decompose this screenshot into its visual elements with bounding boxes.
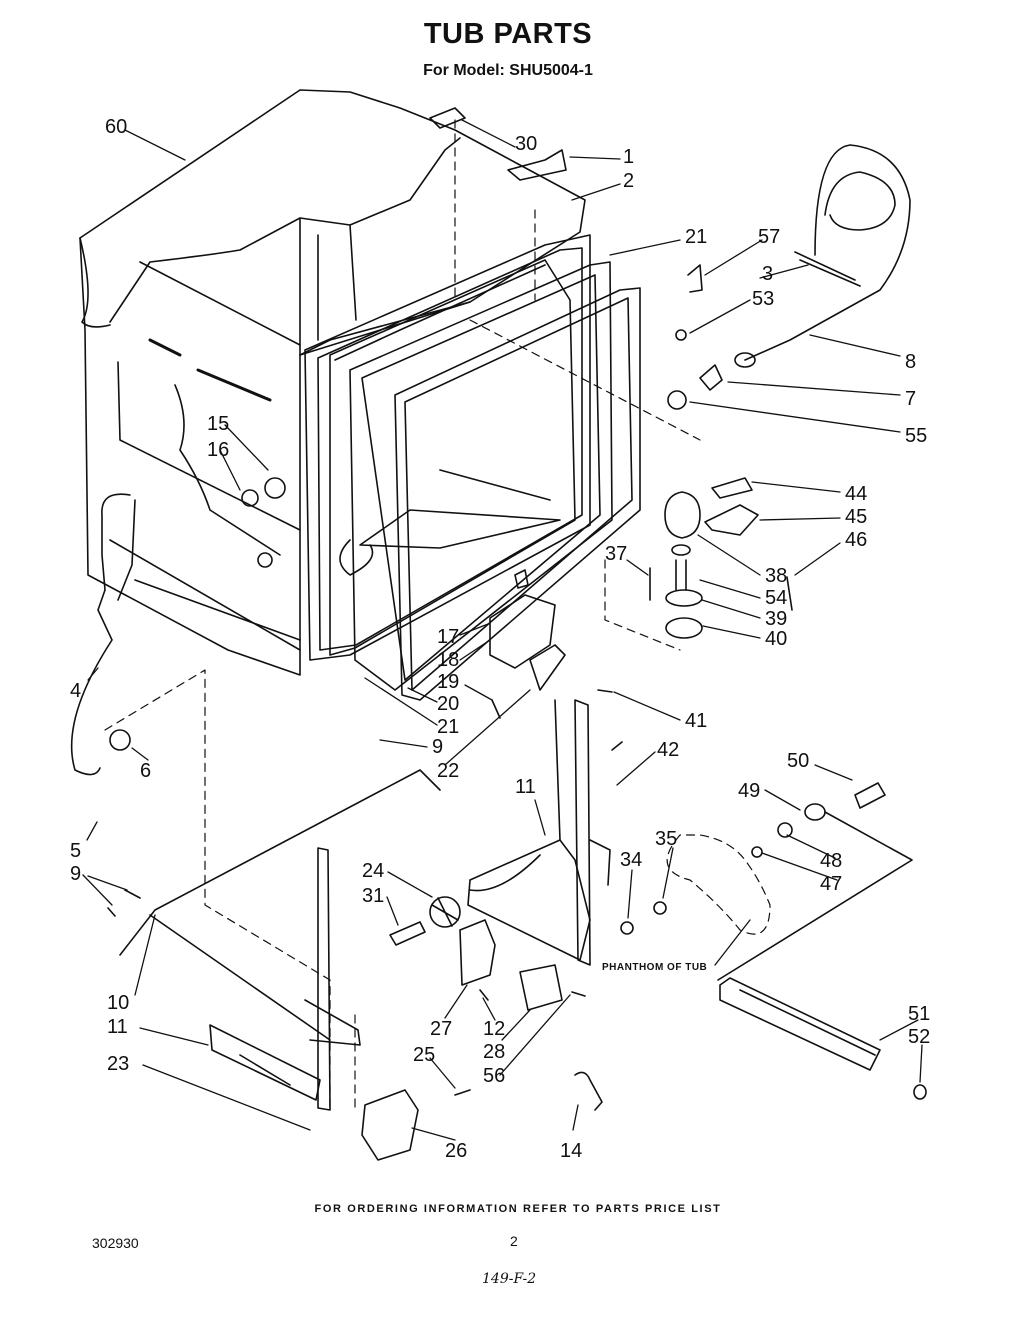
callout-7: 7 — [905, 388, 916, 410]
callout-57: 57 — [758, 226, 780, 248]
center-bracket — [489, 569, 613, 719]
callout-52: 52 — [908, 1026, 930, 1048]
page-title: TUB PARTS — [423, 18, 593, 50]
ordering-note: FOR ORDERING INFORMATION REFER TO PARTS … — [314, 1203, 722, 1215]
handwritten-note: 149-F-2 — [482, 1271, 537, 1287]
callout-47: 47 — [820, 873, 842, 895]
callout-48: 48 — [820, 850, 842, 872]
hardware-top-right — [429, 107, 793, 639]
callout-19: 19 — [437, 671, 459, 693]
callout-16: 16 — [207, 439, 229, 461]
callout-34: 34 — [620, 849, 642, 871]
door-gaskets — [304, 234, 641, 701]
callout-25: 25 — [413, 1044, 435, 1066]
callout-56: 56 — [483, 1065, 505, 1087]
callout-3: 3 — [762, 263, 773, 285]
callout-12: 12 — [483, 1018, 505, 1040]
callout-labels: 60 30 1 2 21 57 3 53 8 7 55 15 16 44 45 … — [70, 116, 930, 1162]
callout-55: 55 — [905, 425, 927, 447]
callout-2: 2 — [623, 170, 634, 192]
door-link-left — [107, 769, 441, 1111]
lower-right-parts — [620, 782, 927, 1100]
callout-23: 23 — [107, 1053, 129, 1075]
callout-10: 10 — [107, 992, 129, 1014]
tub-floor — [339, 469, 561, 576]
phantom-lines — [104, 119, 771, 1111]
callout-45: 45 — [845, 506, 867, 528]
callout-9b: 9 — [70, 863, 81, 885]
callout-17: 17 — [437, 626, 459, 648]
page-number: 2 — [510, 1233, 518, 1249]
callout-46: 46 — [845, 529, 867, 551]
callout-21b: 21 — [437, 716, 459, 738]
callout-22: 22 — [437, 760, 459, 782]
callout-15: 15 — [207, 413, 229, 435]
callout-20: 20 — [437, 693, 459, 715]
callout-5: 5 — [70, 840, 81, 862]
callout-54: 54 — [765, 587, 787, 609]
fill-hose — [734, 144, 911, 368]
callout-40: 40 — [765, 628, 787, 650]
callout-44: 44 — [845, 483, 867, 505]
model-subtitle: For Model: SHU5004-1 — [423, 62, 593, 79]
callout-14: 14 — [560, 1140, 582, 1162]
callout-53: 53 — [752, 288, 774, 310]
callout-8: 8 — [905, 351, 916, 373]
callout-49: 49 — [738, 780, 760, 802]
leader-lines — [82, 119, 923, 1141]
tub-shell — [79, 89, 586, 676]
callout-38: 38 — [765, 565, 787, 587]
drain-hose-left — [70, 477, 286, 776]
callout-24: 24 — [362, 860, 384, 882]
phantom-of-tub-label: PHANTHOM OF TUB — [602, 962, 707, 973]
callout-37: 37 — [605, 543, 627, 565]
callout-9: 9 — [432, 736, 443, 758]
lower-center-parts — [361, 896, 603, 1161]
callout-26: 26 — [445, 1140, 467, 1162]
callout-11b: 11 — [107, 1016, 128, 1038]
callout-28: 28 — [483, 1041, 505, 1063]
callout-41: 41 — [685, 710, 707, 732]
callout-30: 30 — [515, 133, 537, 155]
callout-51: 51 — [908, 1003, 930, 1025]
document-number: 302930 — [92, 1235, 139, 1251]
callout-50: 50 — [787, 750, 809, 772]
callout-18: 18 — [437, 649, 459, 671]
door-panel — [467, 699, 623, 966]
callout-21: 21 — [685, 226, 707, 248]
callout-6: 6 — [140, 760, 151, 782]
callout-60: 60 — [105, 116, 127, 138]
callout-39: 39 — [765, 608, 787, 630]
callout-42: 42 — [657, 739, 679, 761]
callout-4: 4 — [70, 680, 81, 702]
callout-35: 35 — [655, 828, 677, 850]
callout-27: 27 — [430, 1018, 452, 1040]
callout-31: 31 — [362, 885, 384, 907]
callout-11: 11 — [515, 776, 536, 798]
callout-1: 1 — [623, 146, 634, 168]
